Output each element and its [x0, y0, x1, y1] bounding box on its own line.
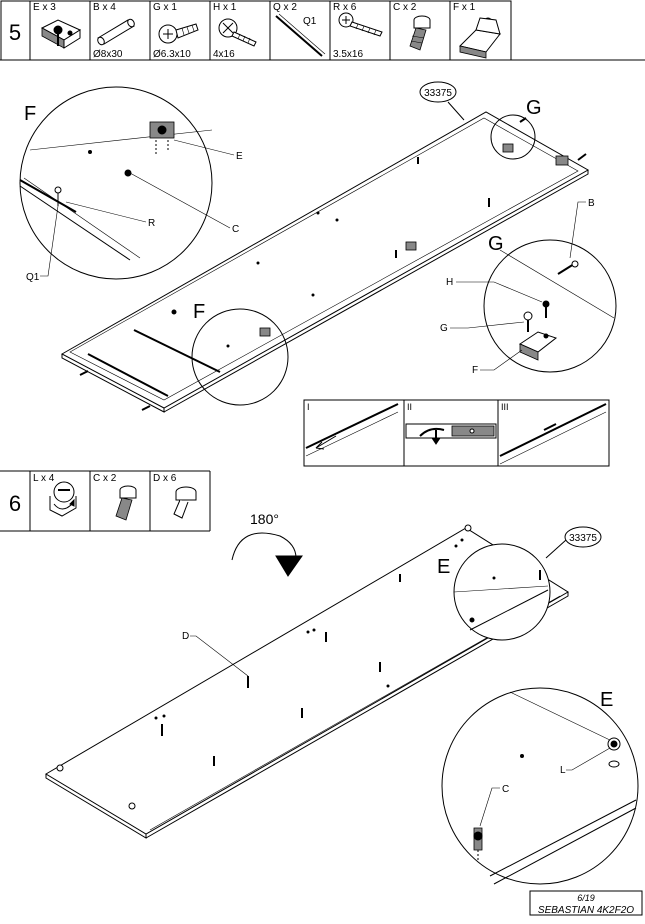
part-h-qty: H x 1 — [213, 2, 237, 13]
page-number: 6/19 — [577, 893, 595, 903]
part-b-size: Ø8x30 — [93, 49, 123, 60]
part-f-qty: F x 1 — [453, 2, 476, 13]
callout-r: R — [148, 218, 155, 229]
panel-code-badge-2 — [564, 526, 602, 548]
rotation-label: 180° — [250, 511, 279, 527]
step6-panel-drawing: 33375 D E — [45, 524, 639, 885]
part-b-qty: B x 4 — [93, 2, 116, 13]
detail-f-label: F — [24, 103, 36, 125]
step6-number: 6 — [9, 491, 21, 516]
callout-c2: C — [502, 784, 509, 795]
callout-q1: Q1 — [26, 272, 40, 283]
connector-bolt-icon-step6 — [115, 485, 137, 521]
step5-parts-header: 5 E x 3 B x 4 G x 1 H x 1 Q x 2 R x 6 C … — [0, 0, 645, 61]
part-l-qty: L x 4 — [33, 473, 55, 484]
part-g-qty: G x 1 — [153, 2, 177, 13]
part-q-sublabel: Q1 — [303, 16, 317, 27]
detail-f-small-label: F — [193, 301, 205, 323]
part-r-size: 3.5x16 — [333, 49, 363, 60]
pan-head-screw-icon — [218, 18, 257, 47]
callout-g: G — [440, 323, 448, 334]
cam-lock-bracket-icon — [40, 19, 82, 49]
detail-g-label: G — [526, 97, 542, 119]
callout-l: L — [560, 765, 566, 776]
callout-d: D — [182, 631, 189, 642]
step6-parts-header: 6 L x 4 C x 2 D x 6 — [0, 470, 211, 532]
part-c-qty-step6: C x 2 — [93, 473, 117, 484]
step5-number: 5 — [9, 20, 21, 45]
callout-c: C — [232, 224, 239, 235]
callout-f: F — [472, 365, 478, 376]
detail-circle-e — [441, 687, 639, 885]
detail-e-label: E — [437, 556, 450, 578]
footer-box: 6/19 SEBASTIAN 4K2F2O — [529, 890, 643, 916]
shelf-pin-icon — [173, 486, 197, 519]
cam-lock-icon — [49, 481, 77, 517]
substep-2-label: II — [407, 402, 412, 412]
part-c-qty: C x 2 — [393, 2, 417, 13]
angle-bracket-icon — [459, 17, 501, 59]
wood-screw-icon — [338, 12, 383, 37]
wooden-dowel-icon — [97, 18, 135, 46]
drawer-runner-rail-icon — [275, 13, 326, 57]
part-d-qty: D x 6 — [153, 473, 177, 484]
part-e-qty: E x 3 — [33, 2, 56, 13]
panel-code: 33375 — [424, 88, 452, 99]
part-h-size: 4x16 — [213, 49, 235, 60]
callout-b: B — [588, 198, 595, 209]
part-r-qty: R x 6 — [333, 2, 357, 13]
detail-marker-g — [490, 114, 536, 160]
callout-h: H — [446, 277, 453, 288]
detail-e-big-label: E — [600, 689, 613, 711]
substep-1-label: I — [307, 402, 310, 412]
flat-head-screw-icon — [158, 23, 199, 44]
substep-3-label: III — [501, 402, 509, 412]
panel-code-badge — [419, 81, 457, 103]
rotate-180-indicator: 180° — [231, 511, 303, 577]
part-g-size: Ø6.3x10 — [153, 49, 191, 60]
product-name: SEBASTIAN 4K2F2O — [538, 905, 634, 916]
detail-g-big-label: G — [488, 233, 504, 255]
callout-e: E — [236, 151, 243, 162]
panel-code-2: 33375 — [569, 533, 597, 544]
connector-bolt-icon — [409, 15, 431, 51]
rail-substeps-strip: I II III — [303, 399, 610, 467]
detail-marker-f — [191, 308, 289, 406]
detail-circle-g — [483, 239, 617, 373]
detail-marker-e — [453, 543, 551, 641]
part-q-qty: Q x 2 — [273, 2, 297, 13]
step5-panel-drawing: 33375 F — [19, 81, 617, 413]
